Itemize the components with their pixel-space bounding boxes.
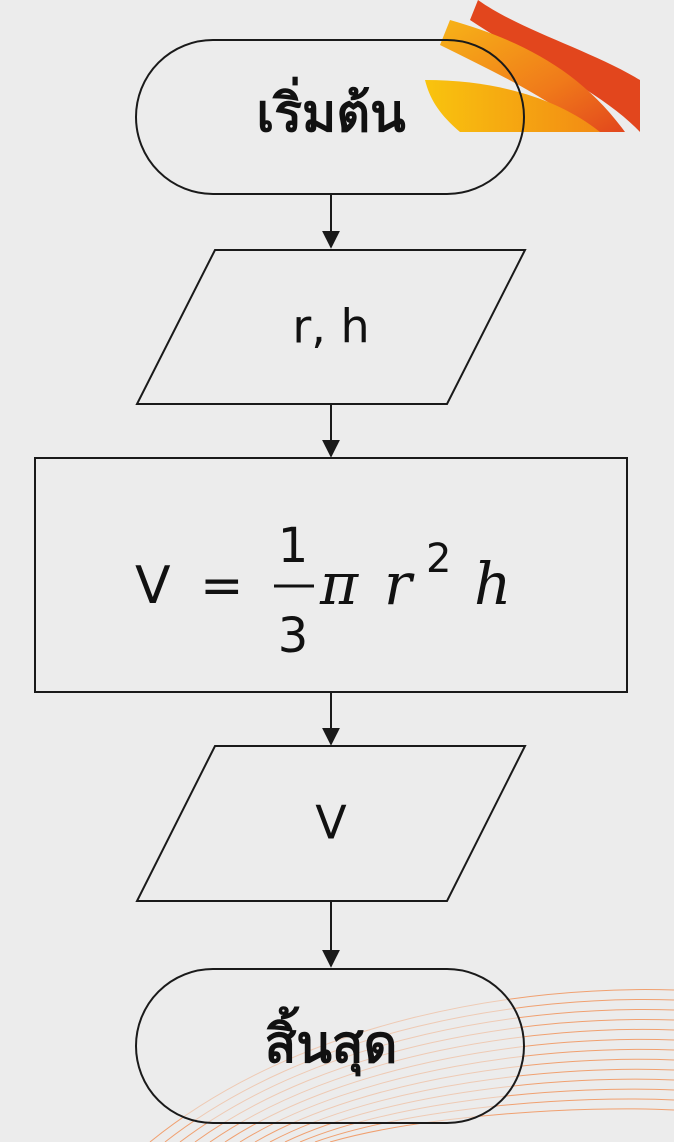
end-terminator: สิ้นสุด: [135, 968, 525, 1124]
formula-lhs: V: [135, 556, 171, 616]
formula-exponent: 2: [426, 536, 451, 582]
formula-h: h: [474, 550, 511, 618]
formula-equals: =: [200, 556, 244, 616]
formula-r: r: [384, 550, 415, 618]
decorative-logo-icon: [425, 0, 640, 132]
input-parallelogram: r, h: [135, 249, 527, 405]
output-parallelogram: V: [135, 745, 527, 902]
input-label: r, h: [292, 300, 369, 354]
output-label: V: [315, 796, 347, 850]
fraction-denominator: 3: [278, 608, 309, 664]
start-terminator: เริ่มต้น: [135, 39, 525, 195]
process-box: V = 1 3 π r 2 h: [34, 457, 628, 693]
fraction-numerator: 1: [278, 518, 309, 574]
volume-formula: V = 1 3 π r 2 h: [135, 518, 511, 664]
end-label: สิ้นสุด: [265, 1006, 398, 1077]
start-label: เริ่มต้น: [256, 77, 406, 144]
formula-pi: π: [319, 550, 359, 618]
